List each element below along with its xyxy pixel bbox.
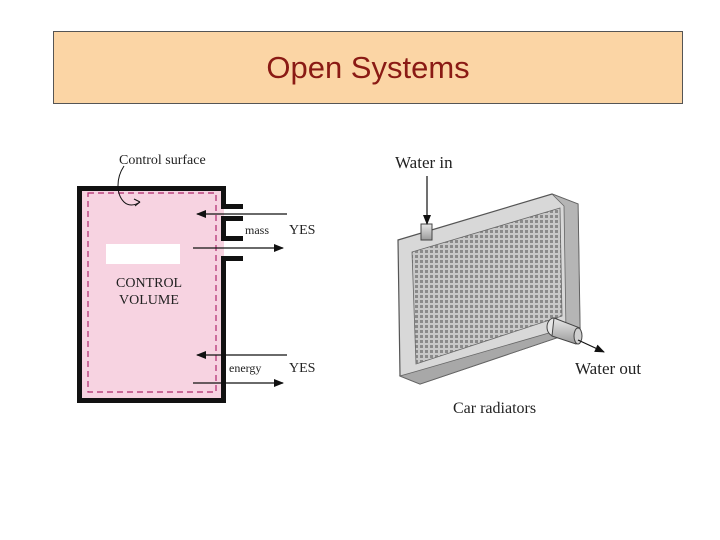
control-volume-label-line1: CONTROL — [116, 276, 182, 291]
energy-label: energy — [229, 361, 261, 375]
mass-yes-label: YES — [289, 223, 315, 238]
control-surface-pointer — [117, 165, 141, 206]
energy-yes-label: YES — [289, 361, 315, 376]
radiator-caption: Car radiators — [453, 400, 536, 417]
outlet-pipe — [551, 317, 581, 345]
control-volume-label-line2: VOLUME — [119, 293, 179, 308]
water-out-label: Water out — [575, 359, 641, 378]
control-surface-boundary — [87, 192, 217, 393]
title-banner: Open Systems — [53, 31, 683, 104]
control-volume-wall — [77, 186, 243, 403]
water-out-arrow — [577, 339, 605, 353]
slide-title: Open Systems — [266, 49, 470, 85]
mass-label: mass — [245, 223, 269, 237]
inlet-pipe — [420, 223, 433, 241]
pointer-arrowhead — [133, 198, 141, 207]
label-background — [106, 244, 180, 264]
radiator-figure: Water in Water out Car radiators — [395, 153, 641, 417]
control-volume-area — [80, 186, 224, 400]
radiator-core — [411, 207, 563, 365]
control-volume-figure: Control surface CONTROL VOLUME mass YES … — [77, 153, 315, 403]
outlet-pipe-mouth — [573, 327, 583, 345]
control-surface-label: Control surface — [119, 153, 206, 168]
water-in-label: Water in — [395, 153, 453, 172]
